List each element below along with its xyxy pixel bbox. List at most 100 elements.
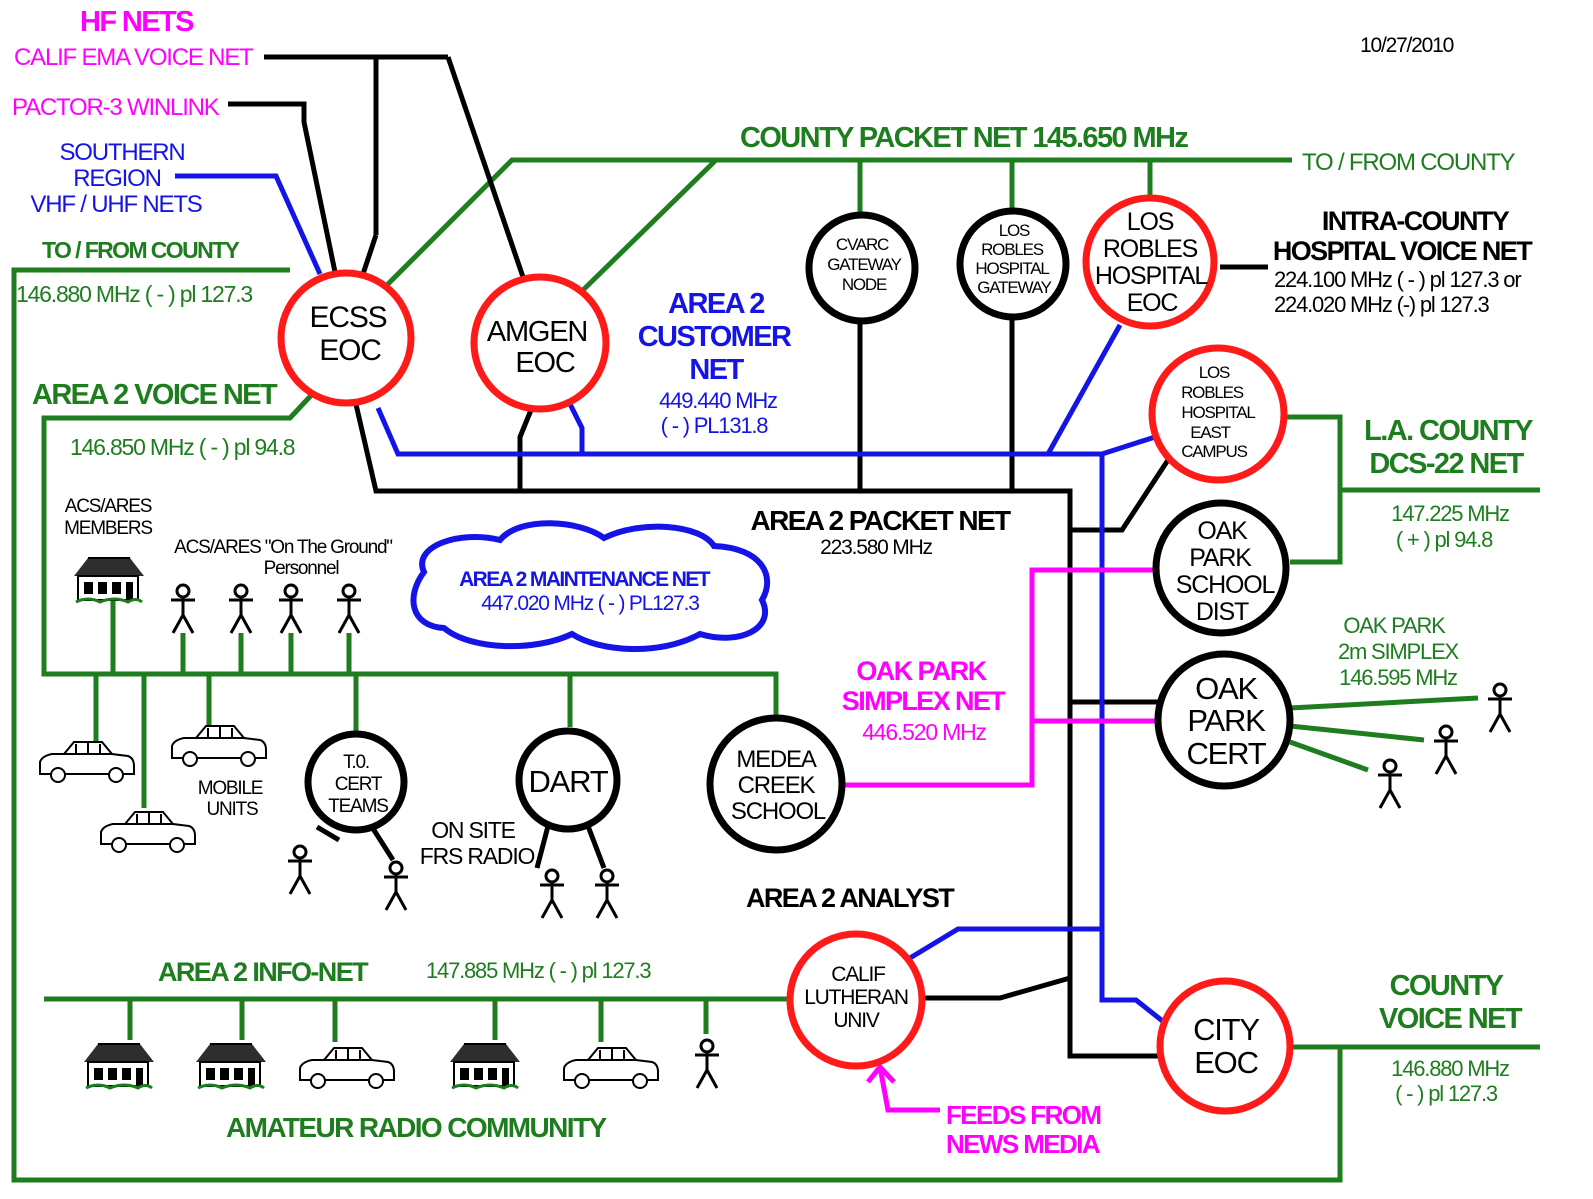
la-county-freq2: ( + ) pl 94.8 — [1396, 527, 1493, 552]
to-cert-label-2: CERT — [335, 774, 383, 795]
maintenance-net-title: AREA 2 MAINTENANCE NET — [459, 568, 711, 591]
lr-eoc-label-4: EOC — [1127, 289, 1179, 317]
oak-park-2m-line1: OAK PARK — [1343, 613, 1446, 638]
lr-eoc-label-3: HOSPITAL — [1095, 262, 1208, 290]
lr-gateway-label-3: HOSPITAL — [975, 259, 1049, 278]
person-icon — [1376, 758, 1404, 810]
person-icon — [277, 583, 305, 635]
mobile-units-line1: MOBILE — [198, 778, 263, 799]
la-county-freq1: 147.225 MHz — [1391, 501, 1509, 526]
person-icon — [538, 868, 566, 920]
oak-park-2m-line3: 146.595 MHz — [1339, 665, 1457, 690]
maintenance-net-freq: 447.020 MHz ( - ) PL127.3 — [481, 592, 699, 615]
person-icon — [382, 860, 410, 912]
analyst-label: AREA 2 ANALYST — [746, 883, 955, 913]
city-eoc-node — [1156, 977, 1294, 1115]
to-from-county-left: TO / FROM COUNTY — [42, 237, 240, 263]
to-cert-label-1: T.0. — [343, 752, 369, 773]
medea-label-2: CREEK — [738, 772, 816, 799]
person-icon — [335, 583, 363, 635]
packet-net-title: AREA 2 PACKET NET — [750, 505, 1011, 536]
cvarc-label-3: NODE — [842, 275, 887, 294]
southern-region-line1: SOUTHERN — [59, 139, 184, 166]
lr-east-label-4: EAST — [1190, 423, 1230, 442]
lr-east-label-5: CAMPUS — [1181, 442, 1247, 461]
medea-creek-node — [706, 714, 846, 854]
person-icon — [593, 868, 621, 920]
packet-net-freq: 223.580 MHz — [820, 536, 932, 559]
lr-gateway-label-4: GATEWAY — [977, 278, 1051, 297]
lr-east-label-1: LOS — [1199, 363, 1230, 382]
los-robles-eoc-node — [1082, 194, 1218, 330]
info-net-freq: 147.885 MHz ( - ) pl 127.3 — [426, 958, 651, 983]
medea-label-3: SCHOOL — [731, 798, 826, 825]
city-eoc-label-1: CITY — [1193, 1012, 1259, 1047]
car-icon — [39, 741, 135, 783]
person-icon — [1432, 724, 1460, 776]
cvarc-label-2: GATEWAY — [827, 255, 901, 274]
amgen-eoc-node — [470, 273, 610, 413]
intra-county-freq1: 224.100 MHz ( - ) pl 127.3 or — [1274, 267, 1521, 292]
to-cert-teams-node — [304, 730, 408, 834]
car-icon — [171, 725, 267, 767]
customer-net-freq1: 449.440 MHz — [659, 388, 777, 413]
lr-eoc-label-1: LOS — [1127, 208, 1174, 236]
customer-net-line3: NET — [689, 354, 744, 386]
lr-east-label-2: ROBLES — [1181, 383, 1244, 402]
oak-cert-label-1: OAK — [1195, 671, 1258, 706]
calif-lutheran-node — [786, 930, 926, 1070]
person-icon — [286, 844, 314, 896]
to-from-county-right: TO / FROM COUNTY — [1302, 149, 1516, 176]
car-icon — [299, 1047, 395, 1089]
ecss-label-2: EOC — [319, 334, 381, 367]
lr-eoc-label-2: ROBLES — [1103, 235, 1198, 263]
on-ground-line1: ACS/ARES "On The Ground" — [174, 537, 392, 558]
oak-school-label-1: OAK — [1197, 517, 1248, 545]
house-icon — [72, 556, 146, 604]
feeds-line2: NEWS MEDIA — [946, 1129, 1101, 1159]
person-icon — [169, 583, 197, 635]
feeds-line1: FEEDS FROM — [946, 1100, 1100, 1130]
southern-region-line3: VHF / UHF NETS — [30, 191, 201, 218]
mobile-units-line2: UNITS — [206, 799, 258, 820]
lr-gateway-label-1: LOS — [999, 221, 1030, 240]
person-icon — [1486, 682, 1514, 734]
info-net-title: AREA 2 INFO-NET — [158, 957, 369, 987]
oak-park-simplex-freq: 446.520 MHz — [862, 719, 986, 745]
city-eoc-label-2: EOC — [1194, 1045, 1258, 1080]
house-icon — [448, 1042, 522, 1090]
customer-net-line1: AREA 2 — [668, 288, 764, 320]
pactor-label: PACTOR-3 WINLINK — [12, 94, 220, 121]
county-voice-title2: VOICE NET — [1379, 1003, 1523, 1035]
dart-label: DART — [528, 764, 608, 799]
left-county-freq: 146.880 MHz ( - ) pl 127.3 — [16, 281, 252, 307]
onsite-frs-line1: ON SITE — [431, 817, 515, 843]
calif-ema-label: CALIF EMA VOICE NET — [14, 44, 254, 71]
car-icon — [100, 811, 196, 853]
hf-nets-title: HF NETS — [80, 6, 194, 38]
medea-label-1: MEDEA — [736, 746, 817, 773]
intra-county-title2: HOSPITAL VOICE NET — [1273, 236, 1533, 266]
los-robles-east-node — [1148, 344, 1288, 484]
car-icon — [563, 1047, 659, 1089]
person-icon — [227, 583, 255, 635]
county-packet-title: COUNTY PACKET NET 145.650 MHz — [740, 122, 1188, 154]
customer-net-line2: CUSTOMER — [638, 321, 792, 353]
dart-node — [515, 727, 621, 833]
intra-county-freq2: 224.020 MHz (-) pl 127.3 — [1274, 292, 1490, 317]
county-voice-title1: COUNTY — [1390, 970, 1504, 1002]
ecss-label-1: ECSS — [310, 301, 387, 334]
lr-east-label-3: HOSPITAL — [1181, 403, 1255, 422]
house-icon — [194, 1042, 268, 1090]
onsite-frs-line2: FRS RADIO — [420, 843, 535, 869]
customer-net-freq2: ( - ) PL131.8 — [661, 413, 769, 438]
oak-park-simplex-title2: SIMPLEX NET — [842, 686, 1007, 716]
house-icon — [82, 1042, 156, 1090]
intra-county-title1: INTRA-COUNTY — [1322, 206, 1510, 236]
la-county-title2: DCS-22 NET — [1369, 448, 1524, 480]
oak-school-label-4: DIST — [1196, 598, 1249, 626]
clu-label-1: CALIF — [831, 963, 885, 986]
acs-members-line2: MEMBERS — [64, 518, 152, 539]
maintenance-net-cloud — [410, 520, 771, 652]
